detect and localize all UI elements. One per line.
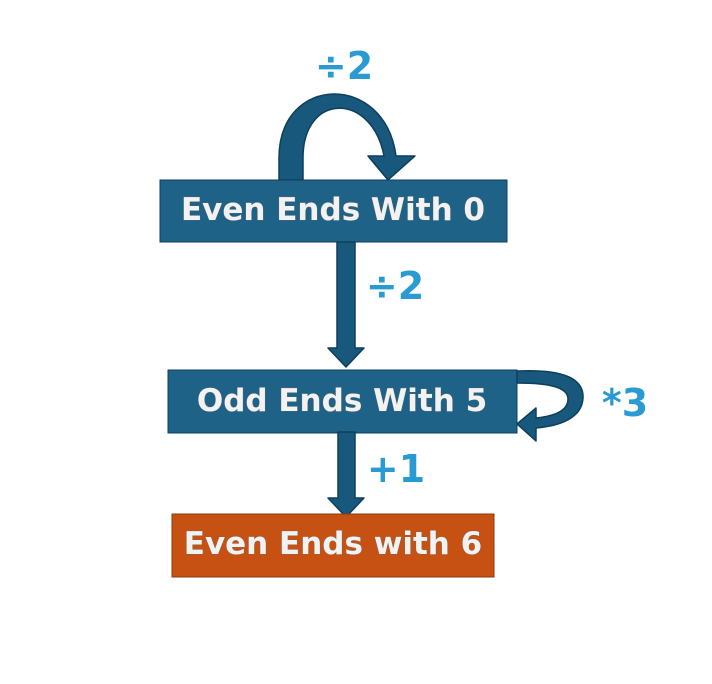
node-even6-label: Even Ends with 6 bbox=[184, 526, 482, 562]
node-even0-label: Even Ends With 0 bbox=[181, 192, 485, 228]
node-odd5-label: Odd Ends With 5 bbox=[197, 383, 487, 419]
even0-self-loop-label: ÷2 bbox=[315, 44, 373, 88]
odd5-self-loop-arrow bbox=[516, 369, 584, 442]
node-odd5-box bbox=[167, 369, 518, 434]
even0-self-loop-arrow bbox=[278, 93, 416, 181]
node-even0-box bbox=[159, 179, 508, 243]
odd5-to-even6-arrow bbox=[327, 431, 365, 518]
node-even6-box bbox=[171, 513, 495, 578]
even0-to-odd5-arrow bbox=[327, 241, 365, 368]
odd5-self-loop-label: *3 bbox=[602, 381, 648, 425]
even0-to-odd5-label: ÷2 bbox=[366, 264, 424, 308]
odd5-to-even6-label: +1 bbox=[367, 447, 425, 491]
